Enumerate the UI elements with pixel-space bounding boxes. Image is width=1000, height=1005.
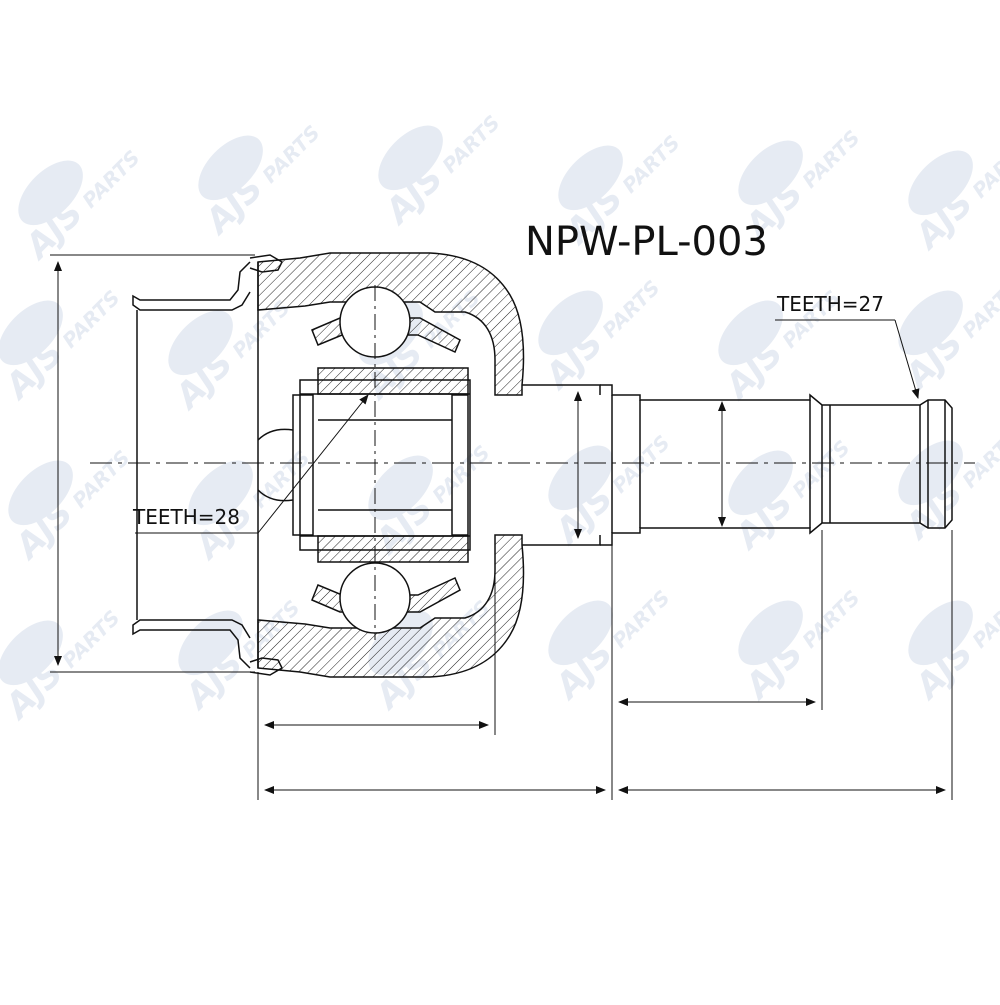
housing-shell-top xyxy=(257,252,525,396)
inner-teeth-label: TEETH=28 xyxy=(132,505,240,529)
watermark-sub: PARTS xyxy=(607,431,674,498)
watermark-swoosh xyxy=(728,450,793,516)
watermark-sub: PARTS xyxy=(57,606,124,673)
watermark-swoosh xyxy=(188,460,253,526)
part-number-title: NPW-PL-003 xyxy=(525,219,768,265)
watermark-swoosh xyxy=(538,290,603,356)
watermark-swoosh xyxy=(548,600,613,666)
watermark-sub: PARTS xyxy=(797,586,864,653)
watermark-sub: PARTS xyxy=(437,111,504,178)
watermark-swoosh xyxy=(178,610,243,676)
watermark-swoosh xyxy=(718,300,783,366)
watermark-swoosh xyxy=(378,125,443,191)
watermark-sub: PARTS xyxy=(77,146,144,213)
dimension-lines xyxy=(50,254,953,800)
watermark-swoosh xyxy=(908,600,973,666)
watermark-swoosh xyxy=(898,440,963,506)
watermark-swoosh xyxy=(0,620,63,686)
watermark-sub: PARTS xyxy=(257,121,324,188)
watermark-sub: PARTS xyxy=(427,441,494,508)
watermark-swoosh xyxy=(368,455,433,521)
part-outline xyxy=(132,252,953,678)
watermark-swoosh xyxy=(168,310,233,376)
watermark-sub: PARTS xyxy=(797,126,864,193)
watermark-sub: PARTS xyxy=(607,586,674,653)
watermark-sub: PARTS xyxy=(67,446,134,513)
watermark-sub: PARTS xyxy=(617,131,684,198)
inner-race-bottom xyxy=(317,535,469,563)
inner-race-top xyxy=(317,367,469,395)
watermark-swoosh xyxy=(198,135,263,201)
housing-shell-bottom xyxy=(257,534,525,678)
watermark-swoosh xyxy=(898,290,963,356)
watermark-sub: PARTS xyxy=(597,276,664,343)
watermark-swoosh xyxy=(558,145,623,211)
watermark-swoosh xyxy=(738,600,803,666)
watermark-swoosh xyxy=(738,140,803,206)
watermark-sub: PARTS xyxy=(787,436,854,503)
watermark-swoosh xyxy=(18,160,83,226)
watermark-swoosh xyxy=(908,150,973,216)
watermark-sub: PARTS xyxy=(957,426,1000,493)
watermark-sub: PARTS xyxy=(957,276,1000,343)
watermark-sub: PARTS xyxy=(57,286,124,353)
output-shaft xyxy=(600,384,953,546)
watermark-swoosh xyxy=(0,300,63,366)
boot-profile-top xyxy=(132,261,251,311)
inner-bore xyxy=(299,379,471,551)
boot-profile-bottom xyxy=(132,619,251,669)
outer-teeth-label: TEETH=27 xyxy=(776,292,884,316)
